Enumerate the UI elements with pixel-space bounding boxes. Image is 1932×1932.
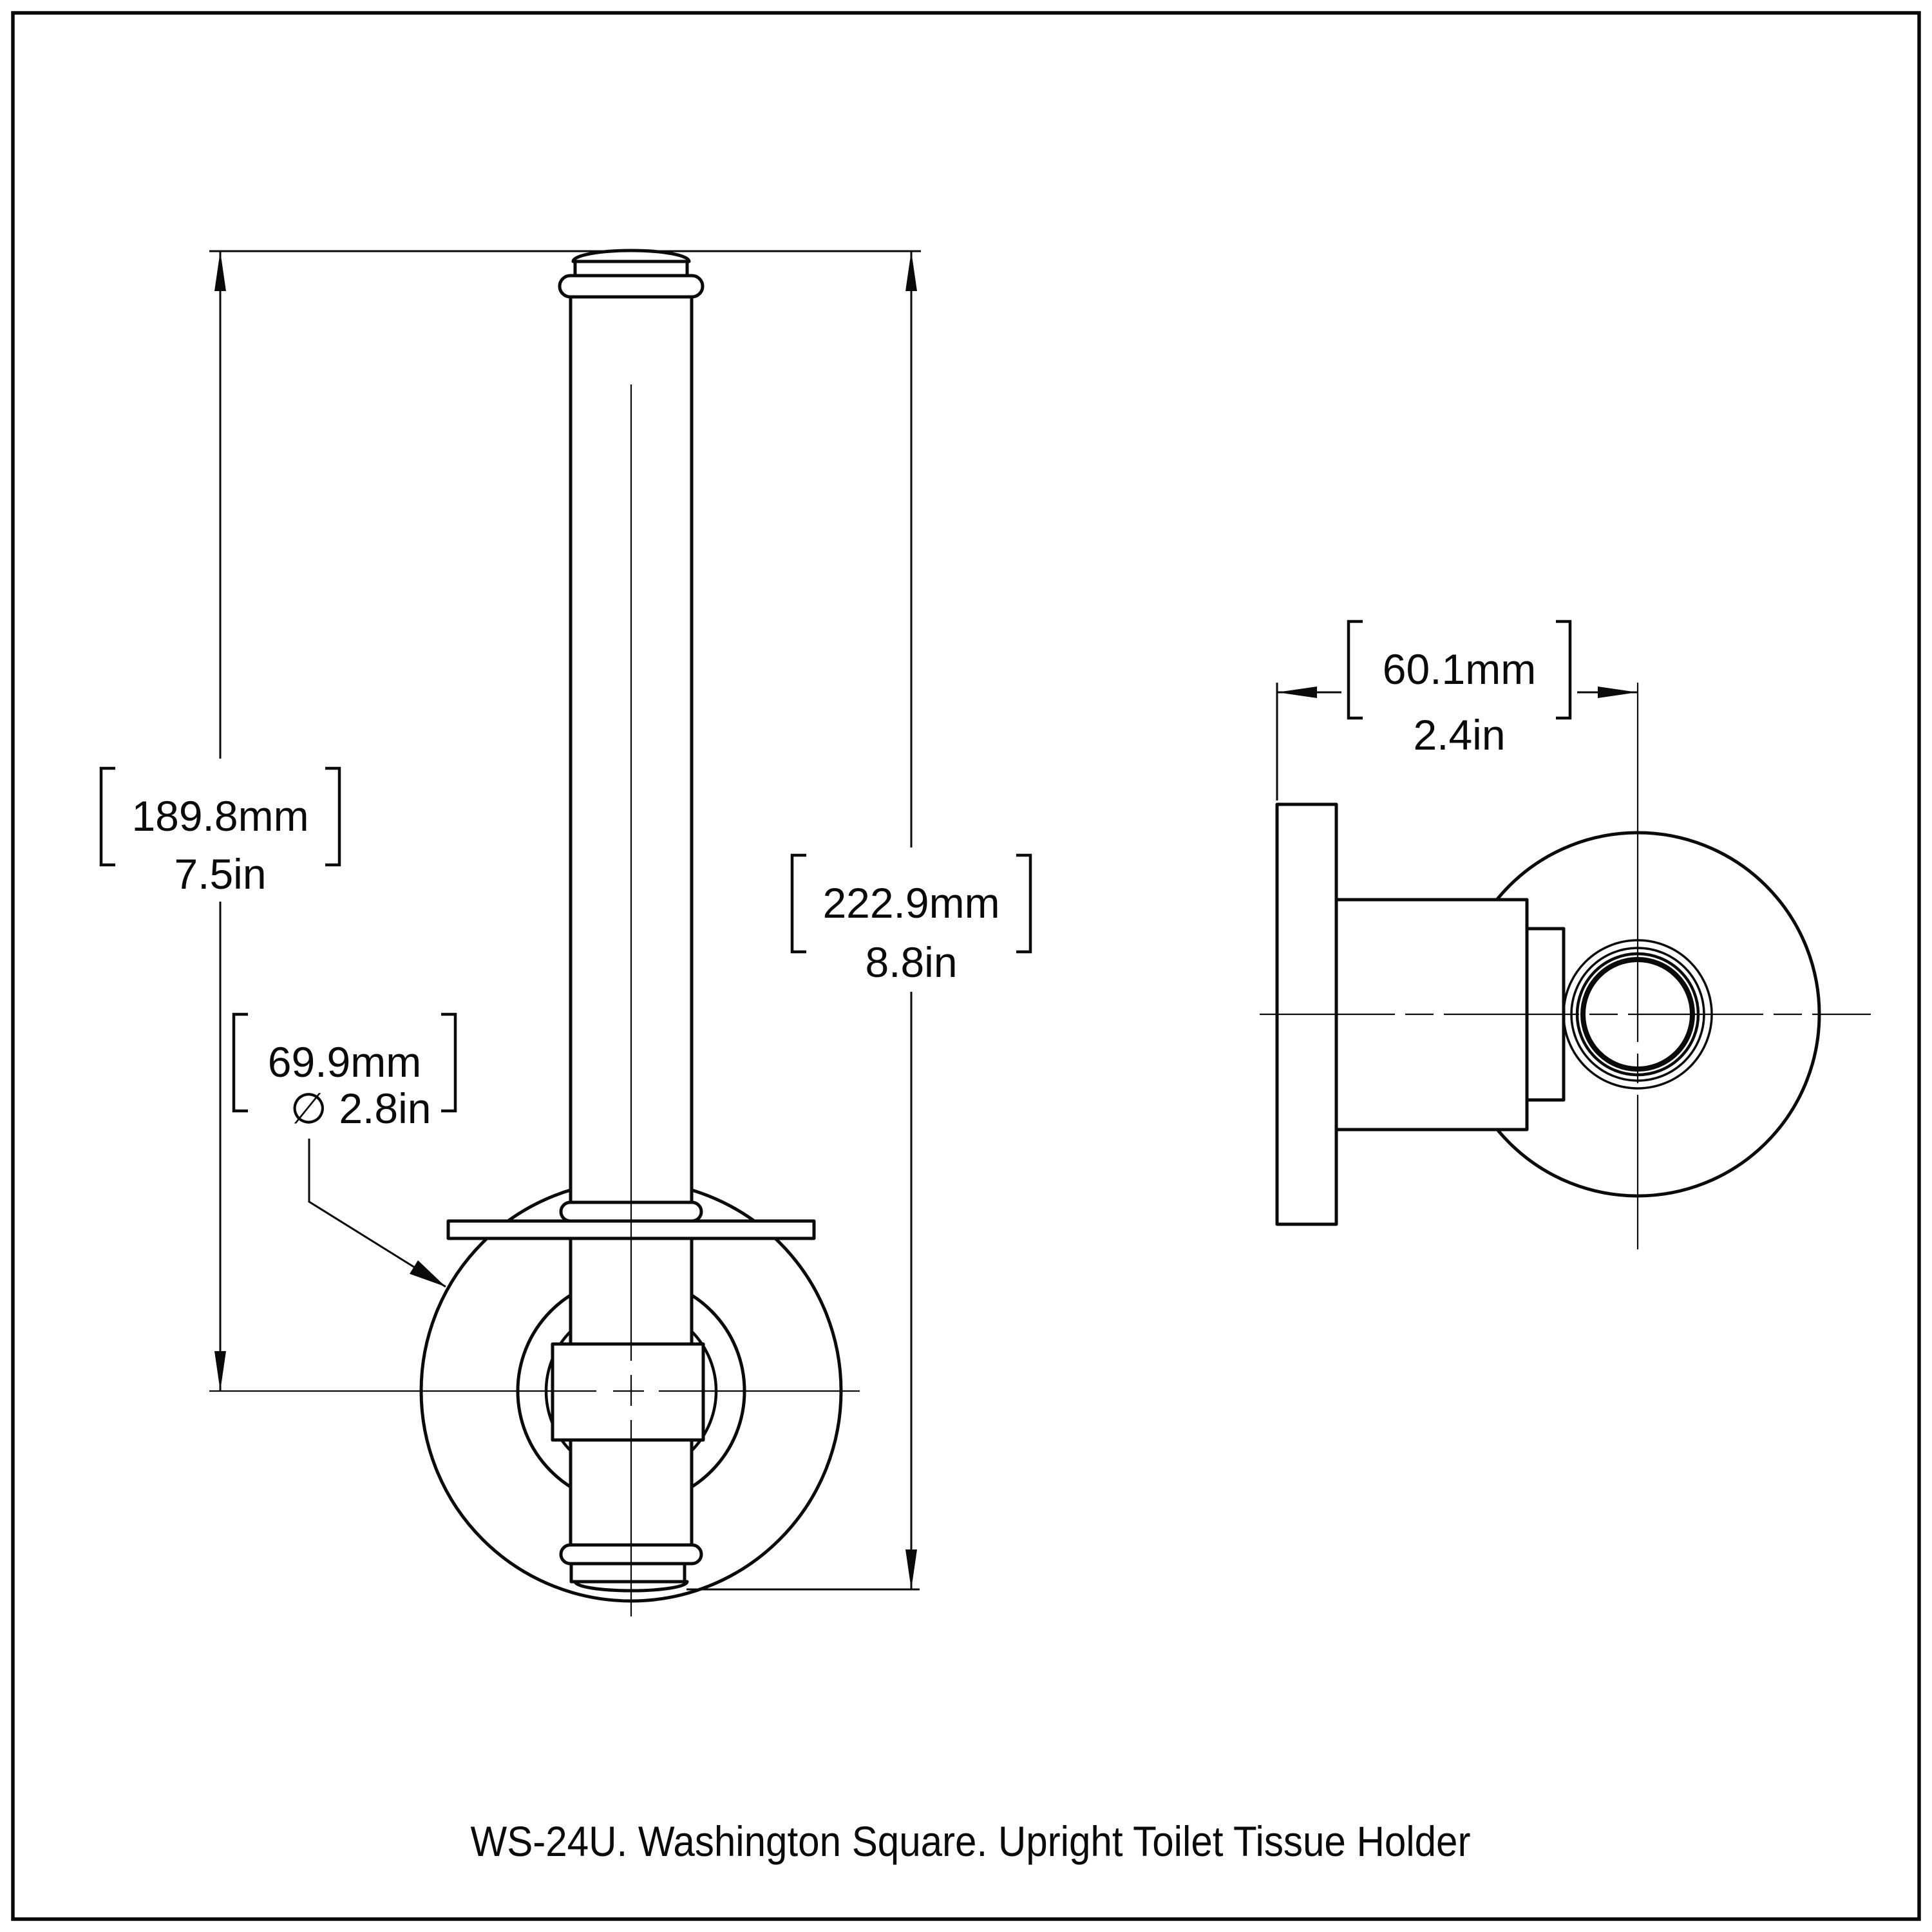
bracket-left <box>232 1012 248 1113</box>
front-view-dimensions: 189.8mm 7.5in 222.9mm 8.8in 69.9mm ∅ 2.8… <box>99 250 1032 1591</box>
dim-total-height-inch: 8.8in <box>865 938 957 986</box>
bracket-left <box>790 853 806 954</box>
arrow-diagonal-icon <box>410 1260 446 1287</box>
bracket-right <box>1016 853 1032 954</box>
drawing-caption: WS-24U. Washington Square. Upright Toile… <box>471 1817 1471 1865</box>
dim-projection-mm: 60.1mm <box>1383 645 1536 693</box>
dim-projection-inch: 2.4in <box>1413 711 1505 759</box>
arrow-left-icon <box>1277 687 1317 698</box>
arrow-up-icon <box>214 251 226 291</box>
arrow-up-icon <box>905 251 917 291</box>
arrow-down-icon <box>905 1549 917 1589</box>
dim-flange-diameter-inch: ∅ 2.8in <box>290 1084 431 1132</box>
top-finial-dome <box>571 249 691 263</box>
dim-post-height-mm: 189.8mm <box>131 792 308 840</box>
bracket-right <box>325 766 341 867</box>
top-finial-torus <box>558 274 705 299</box>
front-view <box>209 249 860 1616</box>
bracket-right <box>1556 620 1572 720</box>
flange-diameter-leader-line <box>308 1139 446 1288</box>
dim-total-height-mm: 222.9mm <box>822 879 999 927</box>
page-border <box>11 11 1921 1921</box>
hub-block <box>551 1342 705 1442</box>
bottom-finial-neck <box>569 1562 687 1584</box>
top-finial-neck <box>573 260 689 278</box>
bracket-left <box>1347 620 1363 720</box>
top-view-dimensions: 60.1mm 2.4in <box>1276 620 1638 800</box>
top-view <box>1260 683 1871 1249</box>
dim-post-height-inch: 7.5in <box>174 850 266 898</box>
arrow-down-icon <box>214 1351 226 1391</box>
bracket-right <box>441 1012 457 1113</box>
bracket-left <box>99 766 115 867</box>
dim-flange-diameter-mm: 69.9mm <box>268 1038 421 1086</box>
arrow-right-icon <box>1598 687 1638 698</box>
